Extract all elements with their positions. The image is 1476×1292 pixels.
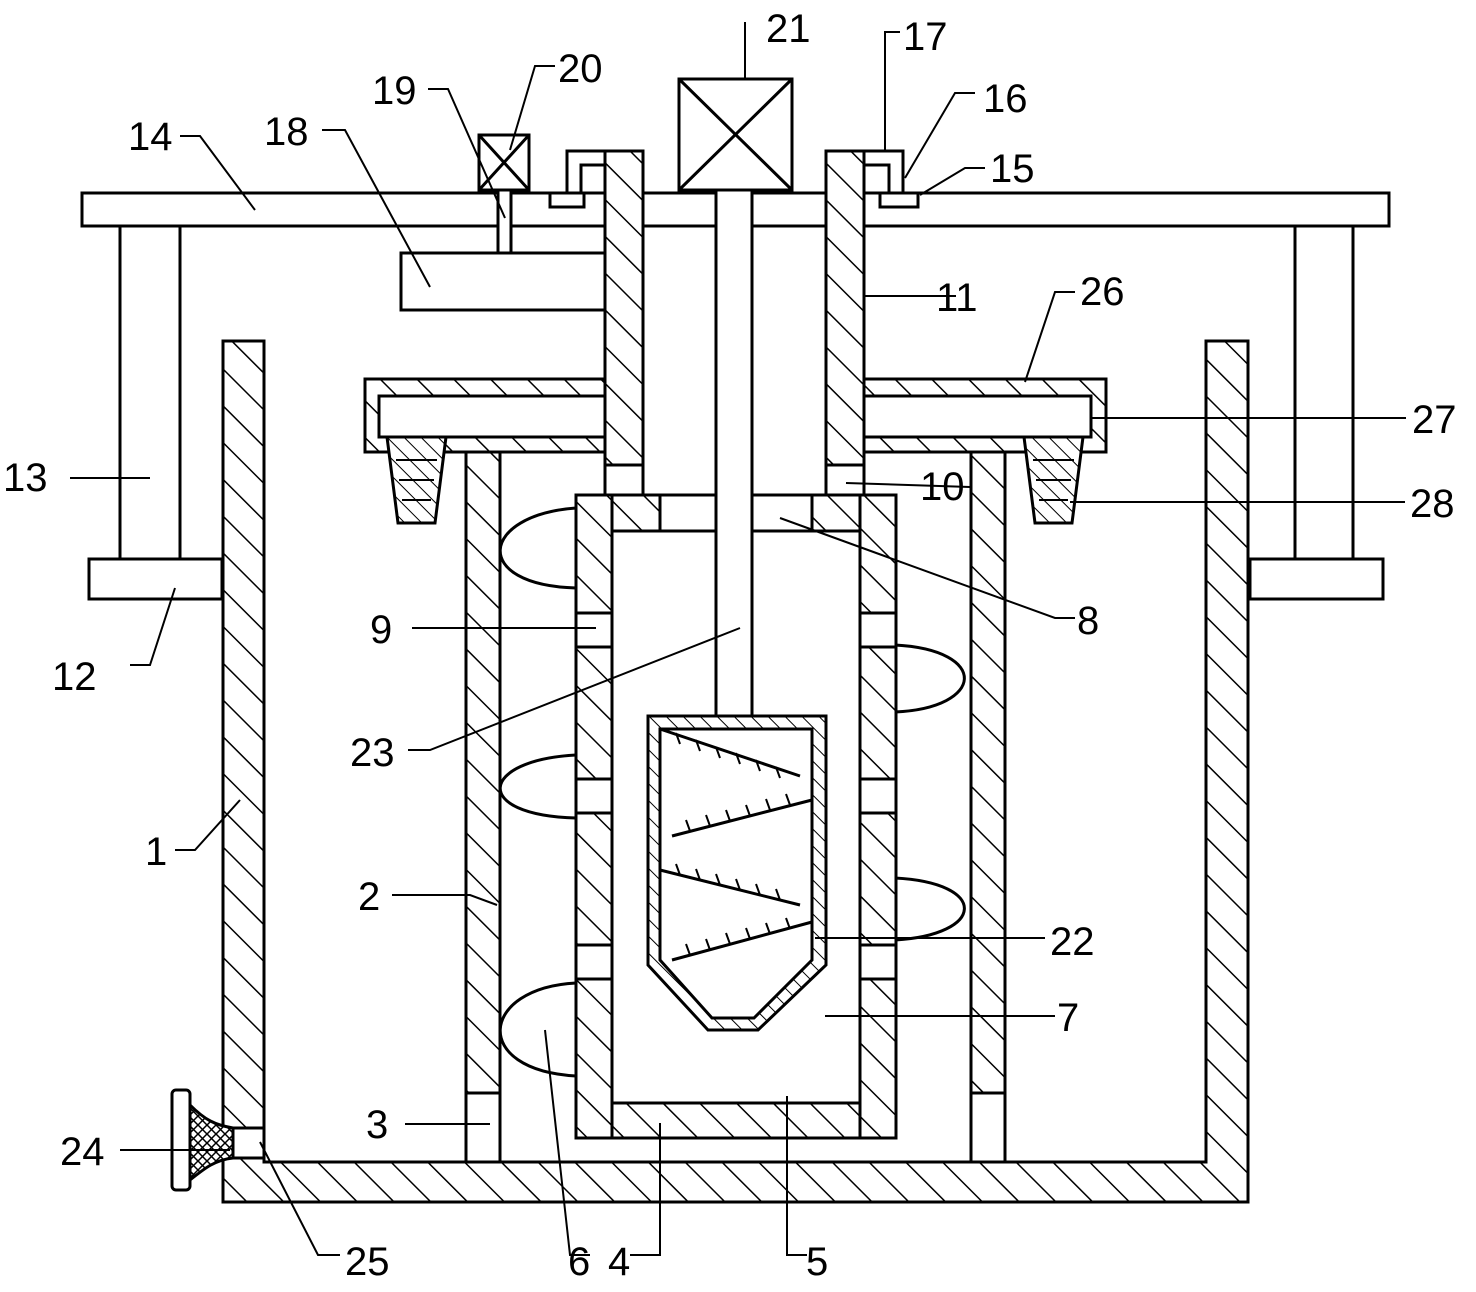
label-22: 22 (1050, 920, 1095, 964)
label-25: 25 (345, 1240, 390, 1284)
feed-pipe (496, 188, 513, 255)
helical-blade (498, 506, 966, 1078)
support-columns (118, 224, 1355, 561)
label-17: 17 (903, 15, 948, 59)
label-9: 9 (370, 608, 392, 652)
label-19: 19 (372, 69, 417, 113)
label-13: 13 (3, 456, 48, 500)
label-1: 1 (145, 830, 167, 874)
label-14: 14 (128, 115, 173, 159)
top-beam (80, 191, 1391, 228)
label-4: 4 (608, 1240, 630, 1284)
label-16: 16 (983, 77, 1028, 121)
label-18: 18 (264, 110, 309, 154)
label-27: 27 (1412, 398, 1457, 442)
label-21: 21 (766, 7, 811, 51)
inner-barrel (574, 493, 898, 1140)
spray-nozzles (385, 435, 1085, 525)
central-tube (603, 149, 866, 497)
feed-box (399, 251, 607, 312)
label-24: 24 (60, 1130, 105, 1174)
intermediate-cylinder (464, 439, 1007, 1164)
part-labels: 1 2 3 4 5 6 7 8 9 10 11 12 13 14 15 16 1… (3, 7, 1457, 1284)
label-2: 2 (358, 875, 380, 919)
motor (677, 77, 794, 192)
leader-lines (70, 22, 1406, 1256)
label-26: 26 (1080, 270, 1125, 314)
label-7: 7 (1057, 996, 1079, 1040)
label-11: 11 (936, 276, 978, 320)
drain-valve (170, 1088, 266, 1192)
label-20: 20 (558, 47, 603, 91)
label-15: 15 (990, 147, 1035, 191)
label-10: 10 (920, 465, 965, 509)
label-23: 23 (350, 731, 395, 775)
label-28: 28 (1410, 482, 1455, 526)
label-6: 6 (568, 1240, 590, 1284)
label-5: 5 (806, 1240, 828, 1284)
side-support-brackets (87, 557, 1385, 601)
label-3: 3 (366, 1103, 388, 1147)
bearing-clamps (548, 149, 920, 209)
filter-basket (646, 714, 828, 1032)
label-8: 8 (1077, 599, 1099, 643)
drive-shaft (714, 188, 754, 720)
label-12: 12 (52, 655, 97, 699)
feed-valve (477, 133, 531, 192)
